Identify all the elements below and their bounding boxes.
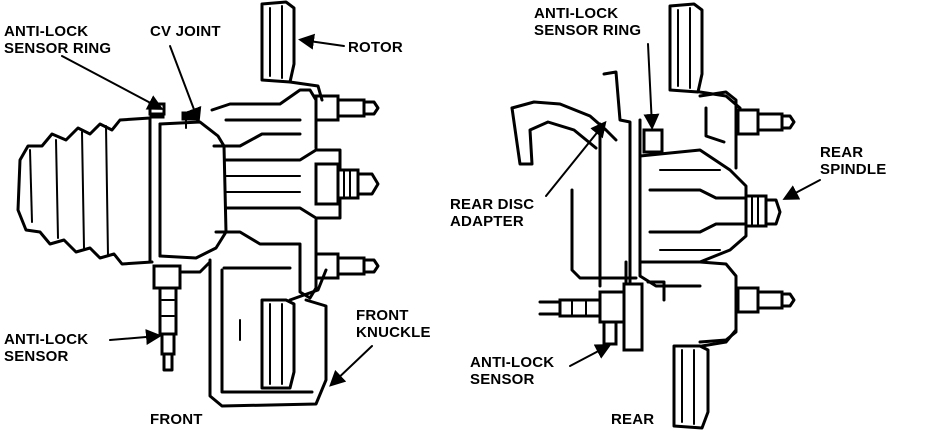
rear-backing-plate — [602, 70, 702, 288]
front-rotor-leader — [298, 33, 345, 50]
rear-sensor-ring-label-line1: ANTI-LOCK — [534, 5, 619, 22]
front-knuckle-label-line2: KNUCKLE — [356, 324, 431, 341]
front-rotor — [260, 0, 328, 390]
rear-spindle-label-line2: SPINDLE — [820, 161, 887, 178]
front-sensor-ring-label: ANTI-LOCK SENSOR RING — [4, 23, 111, 57]
rear-caption: REAR — [611, 411, 655, 428]
rear-sensor-ring-label: ANTI-LOCK SENSOR RING — [534, 5, 641, 39]
rear-sensor-ring — [642, 128, 664, 154]
front-antilock-sensor — [152, 260, 212, 372]
front-cv-joint-label: CV JOINT — [150, 23, 221, 40]
front-caption: FRONT — [150, 411, 203, 428]
rear-spindle-leader — [782, 179, 821, 200]
front-hub — [224, 148, 380, 220]
rear-rotor — [668, 2, 742, 430]
rear-assembly — [510, 2, 821, 430]
front-knuckle-label-line1: FRONT — [356, 307, 409, 324]
front-sensor-ring-label-line2: SENSOR RING — [4, 40, 112, 57]
front-hub-flange — [210, 88, 318, 300]
rear-hub-flange — [698, 90, 796, 344]
front-cv-joint-housing — [148, 111, 228, 264]
rear-disc-adapter — [510, 100, 638, 288]
front-cv-boot — [16, 116, 154, 266]
rear-antilock-sensor — [538, 260, 666, 352]
front-sensor-ring-leader — [61, 55, 164, 110]
front-sensor-label-line2: SENSOR — [4, 348, 69, 365]
front-sensor-label: ANTI-LOCK SENSOR — [4, 331, 88, 365]
front-sensor-leader — [109, 329, 162, 345]
rear-spindle-label-line1: REAR — [820, 144, 864, 161]
rear-sensor-label: ANTI-LOCK SENSOR — [470, 354, 554, 388]
front-wheel-studs — [314, 94, 380, 280]
rear-adapter-label: REAR DISC ADAPTER — [450, 196, 534, 230]
rear-adapter-leader — [545, 120, 607, 197]
rear-sensor-leader — [569, 344, 612, 367]
rear-adapter-label-line1: REAR DISC — [450, 196, 535, 213]
front-knuckle-label: FRONT KNUCKLE — [356, 307, 431, 341]
rear-adapter-label-line2: ADAPTER — [450, 213, 524, 230]
rear-sensor-ring-label-line2: SENSOR RING — [534, 22, 642, 39]
front-cv-joint-leader — [169, 45, 202, 124]
rear-sensor-label-line1: ANTI-LOCK — [470, 354, 555, 371]
rear-hub — [638, 148, 782, 264]
rear-sensor-ring-leader — [643, 43, 660, 130]
front-sensor-ring-label-line1: ANTI-LOCK — [4, 23, 89, 40]
front-knuckle — [208, 258, 328, 408]
front-sensor-label-line1: ANTI-LOCK — [4, 331, 89, 348]
front-knuckle-leader — [329, 345, 373, 387]
rear-sensor-label-line2: SENSOR — [470, 371, 535, 388]
front-assembly — [16, 0, 380, 408]
rear-spindle-label: REAR SPINDLE — [820, 144, 886, 178]
front-rotor-label: ROTOR — [348, 39, 403, 56]
